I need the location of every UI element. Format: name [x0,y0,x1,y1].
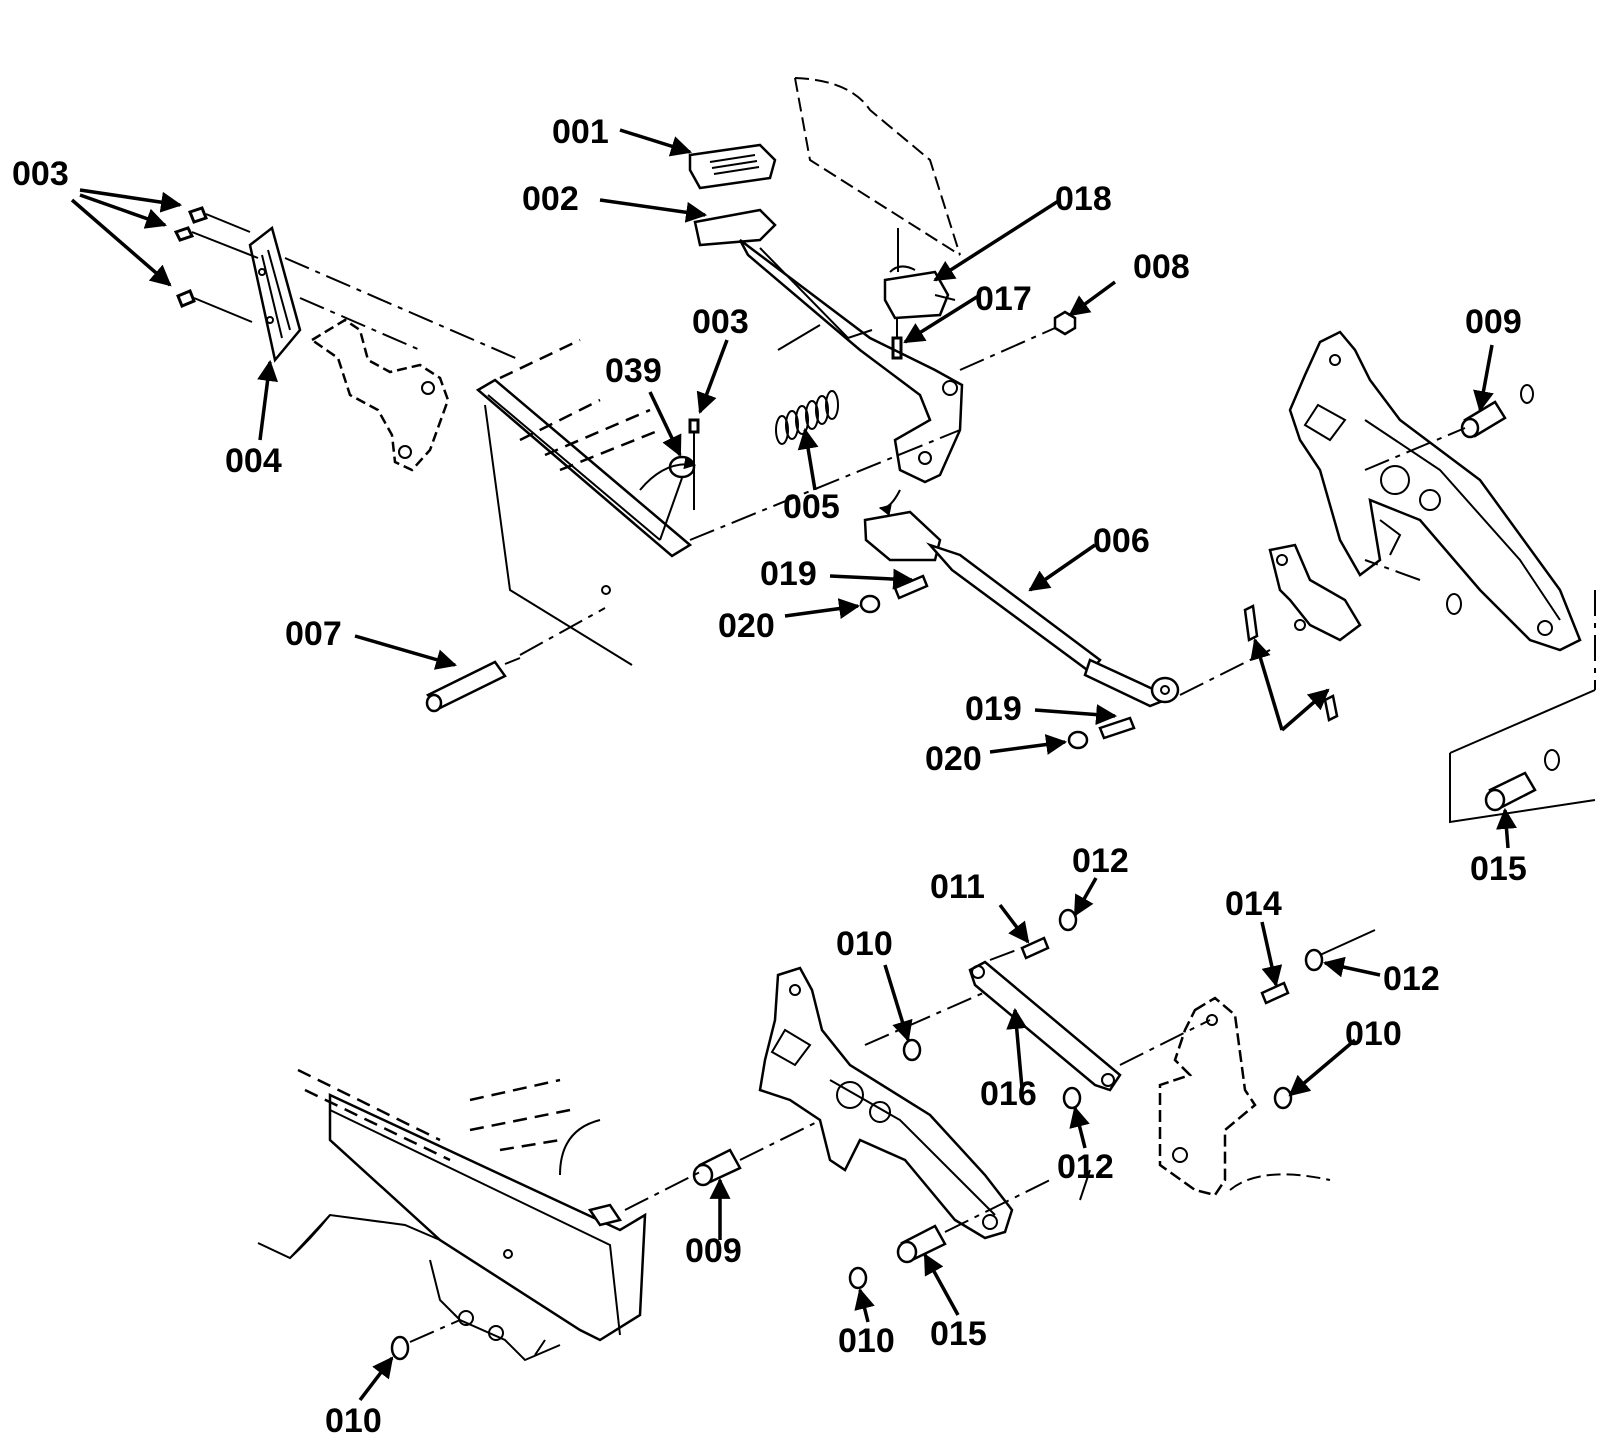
label-017: 017 [975,280,1032,318]
label-010: 010 [836,925,893,963]
centerline-f [1364,559,1421,581]
screws-003 [173,206,259,323]
centerline-b [299,297,421,351]
bolt-007 [425,607,606,713]
panel-outline [794,77,961,256]
label-010: 010 [1345,1015,1402,1053]
bushing-015-bottom [848,1179,1051,1290]
pedal-arm-002 [693,208,964,516]
bushing-015-top [1449,590,1596,824]
label-009: 009 [1465,303,1522,341]
screw-003-center [688,418,700,510]
label-003: 003 [12,155,69,193]
pedal-frame [475,338,693,666]
pin-011-washer-012 [989,908,1078,961]
label-015: 015 [1470,850,1527,888]
centerline-e [1179,649,1271,696]
label-007: 007 [285,615,342,653]
label-005: 005 [783,488,840,526]
centerline-c [959,327,1056,371]
link-016 [968,960,1122,1092]
label-016: 016 [980,1075,1037,1113]
screw-017 [891,318,903,360]
label-012: 012 [1057,1148,1114,1186]
part-labels: 001 002 003 003 004 039 005 006 007 008 … [12,113,1527,1440]
label-012: 012 [1383,960,1440,998]
washer-012-lower [1062,1086,1082,1110]
label-019: 019 [965,690,1022,728]
bracket-bottom [758,966,1014,1240]
label-015: 015 [930,1315,987,1353]
spring-005 [775,324,839,445]
bracket-right-top [1288,330,1582,652]
label-014: 014 [1225,885,1282,923]
centerline-d [689,429,961,541]
label-009: 009 [685,1232,742,1270]
lever-bracket [309,318,450,472]
switch-018 [883,228,956,320]
frame-bottom [257,1068,647,1362]
rivets-right [1243,593,1462,722]
bushing-009-bottom [624,1117,826,1211]
damper-006 [863,510,1180,708]
label-012: 012 [1072,842,1129,880]
washer-010-bottom [390,1319,461,1361]
bracket-014 [1079,996,1331,1201]
label-004: 004 [225,442,282,480]
pin-039 [639,455,697,541]
label-008: 008 [1133,248,1190,286]
pin-014-washer-012 [1260,929,1376,1005]
label-039: 039 [605,352,662,390]
centerline-g [1119,1019,1211,1066]
pins-019-020 [859,574,1136,750]
label-010: 010 [325,1402,382,1440]
pedal-pad-001 [688,143,777,190]
label-002: 002 [522,180,579,218]
label-018: 018 [1055,180,1112,218]
label-010: 010 [838,1322,895,1360]
callout-arrows [70,128,1517,1402]
centerline-a [284,257,521,361]
washer-010-right [1273,1086,1293,1110]
label-001: 001 [552,113,609,151]
label-006: 006 [1093,522,1150,560]
label-011: 011 [930,868,985,906]
bracket-right-small [1268,543,1362,642]
label-019: 019 [760,555,817,593]
label-020: 020 [718,607,775,645]
washer-010-mid [864,989,991,1062]
label-020: 020 [925,740,982,778]
plate-004 [248,225,302,363]
label-003: 003 [692,303,749,341]
